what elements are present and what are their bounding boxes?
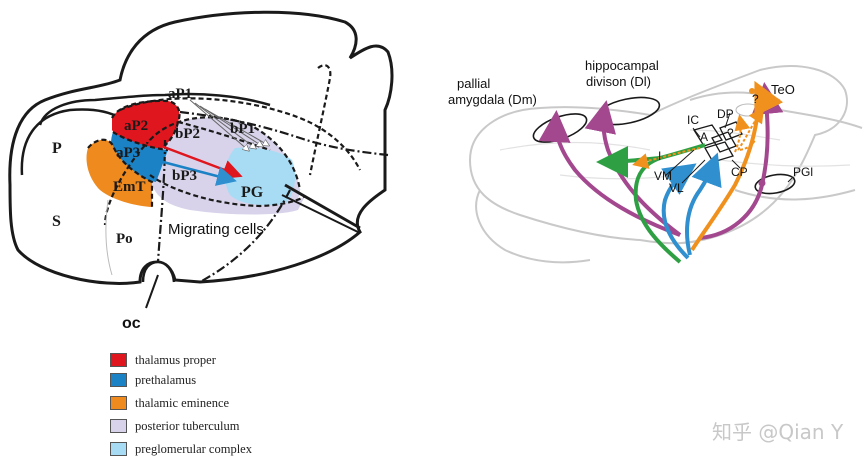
label-PG: PG bbox=[241, 184, 264, 201]
label-leaders bbox=[664, 112, 793, 184]
optic-chiasm bbox=[141, 260, 176, 283]
legend-label: preglomerular complex bbox=[135, 441, 252, 456]
legend-label: posterior tuberculum bbox=[135, 418, 240, 433]
legend-item-thalamic-eminence: thalamic eminence bbox=[110, 395, 229, 411]
label-aP1: aP1 bbox=[168, 86, 192, 102]
label-bP2: bP2 bbox=[175, 126, 200, 142]
purple-node bbox=[758, 179, 766, 187]
legend-item-posterior-tuberculum: posterior tuberculum bbox=[110, 418, 240, 434]
label-bP3: bP3 bbox=[172, 168, 197, 184]
orange-pathway bbox=[690, 80, 784, 252]
po-guide bbox=[105, 199, 113, 276]
label-P: P bbox=[52, 140, 62, 157]
thalamus-proper-region bbox=[112, 100, 180, 149]
legend-label: prethalamus bbox=[135, 372, 197, 387]
label-pallial-line2: amygdala (Dm) bbox=[448, 92, 537, 107]
label-IC: IC bbox=[687, 113, 699, 127]
label-hippocampal-line2: divison (Dl) bbox=[586, 74, 651, 89]
legend-item-thalamus-proper: thalamus proper bbox=[110, 352, 216, 368]
label-DP: DP bbox=[717, 107, 734, 121]
label-TeO: TeO bbox=[771, 82, 795, 97]
ventricle-fold bbox=[38, 92, 271, 126]
label-PGl: PGl bbox=[793, 165, 813, 179]
label-S: S bbox=[52, 213, 61, 230]
label-pallial-line1: pallial bbox=[457, 76, 490, 91]
orange-dotted-paths bbox=[632, 106, 765, 169]
pgl-ellipse bbox=[754, 173, 796, 195]
legend-label: thalamus proper bbox=[135, 352, 216, 367]
legend-swatch bbox=[110, 373, 127, 387]
legend-swatch bbox=[110, 353, 127, 367]
legend-swatch bbox=[110, 442, 127, 456]
thalamic-eminence-region bbox=[86, 139, 152, 207]
purple-pathway-dm bbox=[538, 110, 681, 237]
brain-outline bbox=[8, 10, 394, 285]
label-question-2: ? bbox=[727, 126, 734, 140]
label-oc: oc bbox=[122, 315, 141, 332]
blue-pathway-2 bbox=[685, 152, 722, 256]
pg-outline-inner bbox=[281, 194, 361, 234]
label-EmT: EmT bbox=[113, 179, 146, 195]
legend-swatch bbox=[110, 396, 127, 410]
label-hippocampal-line1: hippocampal bbox=[585, 58, 659, 73]
label-migrating-cells: Migrating cells bbox=[168, 221, 264, 238]
brain-connectivity-diagram: pallial amygdala (Dm) hippocampal diviso… bbox=[448, 58, 863, 264]
orange-node bbox=[749, 88, 755, 94]
watermark: 知乎 @Qian Y bbox=[712, 420, 844, 444]
forebrain-schematic: aP2 aP3 EmT bP2 bP3 PG aP1 bP1 P S Po Mi… bbox=[8, 10, 394, 332]
migration-arrows-white bbox=[189, 99, 268, 150]
legend-swatch bbox=[110, 419, 127, 433]
label-aP2: aP2 bbox=[124, 118, 148, 134]
label-CP: CP bbox=[731, 165, 748, 179]
legend-item-preglomerular-complex: preglomerular complex bbox=[110, 441, 252, 457]
label-I: I bbox=[658, 149, 661, 163]
label-question-1: ? bbox=[752, 92, 759, 106]
posterior-tuberculum-lower bbox=[150, 175, 305, 215]
legend-label: thalamic eminence bbox=[135, 395, 230, 410]
label-A: A bbox=[700, 130, 708, 144]
label-VM: VM bbox=[654, 169, 672, 183]
label-aP3: aP3 bbox=[116, 145, 140, 161]
pg-outline bbox=[284, 183, 361, 230]
legend-item-prethalamus: prethalamus bbox=[110, 372, 196, 388]
migration-arrow-blue bbox=[124, 150, 237, 186]
label-Po: Po bbox=[116, 231, 133, 247]
oc-pointer bbox=[145, 274, 159, 309]
blue-pathway-1 bbox=[661, 163, 697, 260]
label-VL: VL bbox=[669, 181, 684, 195]
inner-arc bbox=[20, 108, 121, 176]
label-bP1: bP1 bbox=[230, 121, 255, 137]
